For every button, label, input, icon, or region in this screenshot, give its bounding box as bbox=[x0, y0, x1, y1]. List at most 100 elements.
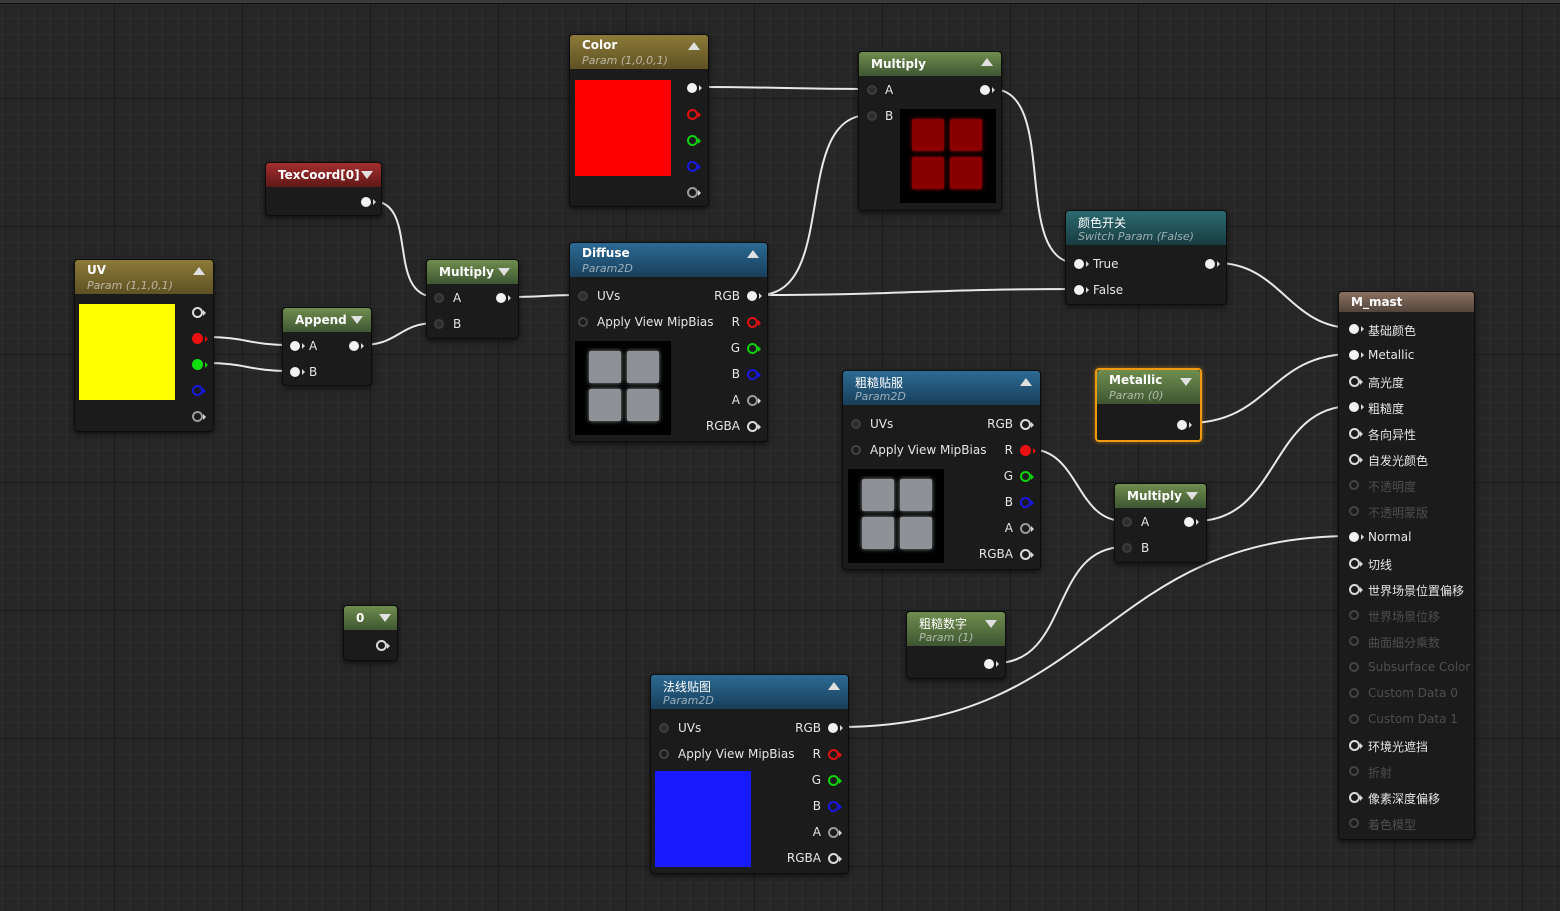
output-pin-rgba[interactable] bbox=[687, 83, 702, 93]
multiply-node[interactable]: Multiply A B bbox=[858, 51, 1002, 211]
material-input-pin[interactable] bbox=[1349, 428, 1363, 439]
wire-metallic-to-material-metallic[interactable] bbox=[1187, 353, 1353, 424]
material-input-pin[interactable] bbox=[1349, 324, 1364, 334]
output-pin[interactable] bbox=[361, 197, 376, 207]
wire-switch-to-material-basecolor[interactable] bbox=[1216, 262, 1353, 329]
material-input-pin[interactable] bbox=[1349, 350, 1364, 360]
roughness-texture-param-node[interactable]: 粗糙贴服 Param2D UVs Apply View MipBias RGB … bbox=[842, 370, 1041, 570]
output-pin[interactable] bbox=[1205, 259, 1220, 269]
material-input-pin[interactable] bbox=[1349, 740, 1363, 751]
output-pin[interactable] bbox=[984, 659, 999, 669]
metallic-param-node[interactable]: Metallic Param (0) bbox=[1095, 368, 1202, 442]
input-pin-false[interactable] bbox=[1074, 285, 1089, 295]
collapse-arrow-icon[interactable] bbox=[1180, 378, 1192, 386]
output-pin-rgb[interactable] bbox=[828, 723, 843, 733]
node-header[interactable]: Color Param (1,0,0,1) bbox=[570, 35, 708, 69]
material-input-pin[interactable] bbox=[1349, 402, 1364, 412]
wire-normaltex-rgb-to-material-normal[interactable] bbox=[837, 535, 1353, 728]
wire-multiply3-to-material-roughness[interactable] bbox=[1195, 405, 1353, 522]
output-pin-g[interactable] bbox=[747, 343, 761, 354]
node-header[interactable]: 粗糙数字 Param (1) bbox=[907, 612, 1005, 646]
collapse-arrow-icon[interactable] bbox=[361, 171, 373, 179]
collapse-arrow-icon[interactable] bbox=[1186, 492, 1198, 500]
output-pin-r[interactable] bbox=[687, 109, 701, 120]
material-input-pin[interactable] bbox=[1349, 610, 1359, 620]
node-header[interactable]: Append bbox=[283, 308, 371, 332]
append-node[interactable]: Append A B bbox=[282, 307, 372, 386]
node-header[interactable]: 颜色开关 Switch Param (False) bbox=[1066, 211, 1226, 245]
color-param-node[interactable]: Color Param (1,0,0,1) bbox=[569, 34, 709, 207]
wire-roughnum-to-multiply3-b[interactable] bbox=[995, 546, 1125, 664]
material-input-pin[interactable] bbox=[1349, 818, 1359, 828]
node-header[interactable]: 法线贴图 Param2D bbox=[651, 675, 848, 709]
output-pin-a[interactable] bbox=[828, 827, 842, 838]
input-pin-b[interactable] bbox=[867, 111, 877, 121]
output-pin-b[interactable] bbox=[192, 385, 206, 396]
input-pin-a[interactable] bbox=[867, 85, 877, 95]
roughness-number-param-node[interactable]: 粗糙数字 Param (1) bbox=[906, 611, 1006, 679]
constant-node[interactable]: 0 bbox=[343, 605, 398, 661]
input-pin-a[interactable] bbox=[290, 341, 305, 351]
wire-uv-g-to-append-b[interactable] bbox=[203, 362, 293, 372]
output-pin-rgba[interactable] bbox=[192, 307, 206, 318]
wire-color-to-multiply2-a[interactable] bbox=[698, 86, 870, 90]
node-header[interactable]: M_mast bbox=[1339, 292, 1474, 312]
material-input-pin[interactable] bbox=[1349, 792, 1363, 803]
switch-param-node[interactable]: 颜色开关 Switch Param (False) True False bbox=[1065, 210, 1227, 305]
material-input-pin[interactable] bbox=[1349, 662, 1359, 672]
output-pin[interactable] bbox=[376, 640, 390, 651]
texcoord-node[interactable]: TexCoord[0] bbox=[265, 162, 382, 216]
output-pin-b[interactable] bbox=[747, 369, 761, 380]
collapse-arrow-icon[interactable] bbox=[828, 682, 840, 690]
material-input-pin[interactable] bbox=[1349, 506, 1359, 516]
input-pin-b[interactable] bbox=[434, 319, 444, 329]
output-pin[interactable] bbox=[980, 85, 995, 95]
input-pin-mipbias[interactable] bbox=[659, 749, 669, 759]
output-pin-rgba[interactable] bbox=[1020, 549, 1034, 560]
input-pin-uvs[interactable] bbox=[851, 419, 861, 429]
node-header[interactable]: Diffuse Param2D bbox=[570, 243, 767, 277]
output-pin-r[interactable] bbox=[747, 317, 761, 328]
collapse-arrow-icon[interactable] bbox=[981, 58, 993, 66]
wire-diffuse-rgb-to-multiply2-b[interactable] bbox=[758, 114, 870, 296]
output-pin[interactable] bbox=[1184, 517, 1199, 527]
output-pin-g[interactable] bbox=[687, 135, 701, 146]
collapse-arrow-icon[interactable] bbox=[1020, 378, 1032, 386]
wire-texcoord-to-multiply1-a[interactable] bbox=[371, 200, 437, 298]
node-header[interactable]: UV Param (1,1,0,1) bbox=[75, 260, 213, 294]
material-input-pin[interactable] bbox=[1349, 688, 1359, 698]
multiply-node[interactable]: Multiply A B bbox=[426, 259, 519, 339]
wire-diffuse-rgb-to-switch-false[interactable] bbox=[758, 288, 1078, 296]
collapse-arrow-icon[interactable] bbox=[379, 614, 391, 622]
output-pin[interactable] bbox=[349, 341, 364, 351]
uv-param-node[interactable]: UV Param (1,1,0,1) bbox=[74, 259, 214, 432]
node-header[interactable]: Multiply bbox=[427, 260, 518, 284]
material-input-pin[interactable] bbox=[1349, 714, 1359, 724]
output-pin-a[interactable] bbox=[747, 395, 761, 406]
output-pin-g[interactable] bbox=[1020, 471, 1034, 482]
output-pin-a[interactable] bbox=[1020, 523, 1034, 534]
output-pin-r[interactable] bbox=[1020, 445, 1036, 456]
output-pin-b[interactable] bbox=[1020, 497, 1034, 508]
output-pin-a[interactable] bbox=[192, 411, 206, 422]
output-pin-r[interactable] bbox=[192, 333, 208, 344]
output-pin-b[interactable] bbox=[687, 161, 701, 172]
node-header[interactable]: Metallic Param (0) bbox=[1097, 370, 1200, 404]
output-pin[interactable] bbox=[496, 293, 511, 303]
input-pin-uvs[interactable] bbox=[578, 291, 588, 301]
node-header[interactable]: 0 bbox=[344, 606, 397, 630]
wire-uv-r-to-append-a[interactable] bbox=[203, 336, 293, 346]
output-pin-rgb[interactable] bbox=[1020, 419, 1034, 430]
input-pin-uvs[interactable] bbox=[659, 723, 669, 733]
collapse-arrow-icon[interactable] bbox=[351, 316, 363, 324]
collapse-arrow-icon[interactable] bbox=[985, 620, 997, 628]
collapse-arrow-icon[interactable] bbox=[747, 250, 759, 258]
node-header[interactable]: Multiply bbox=[859, 52, 1001, 76]
input-pin-a[interactable] bbox=[1122, 517, 1132, 527]
collapse-arrow-icon[interactable] bbox=[688, 42, 700, 50]
material-input-pin[interactable] bbox=[1349, 480, 1359, 490]
material-input-pin[interactable] bbox=[1349, 584, 1363, 595]
input-pin-b[interactable] bbox=[290, 367, 305, 377]
output-pin-rgb[interactable] bbox=[747, 291, 762, 301]
node-header[interactable]: 粗糙贴服 Param2D bbox=[843, 371, 1040, 405]
